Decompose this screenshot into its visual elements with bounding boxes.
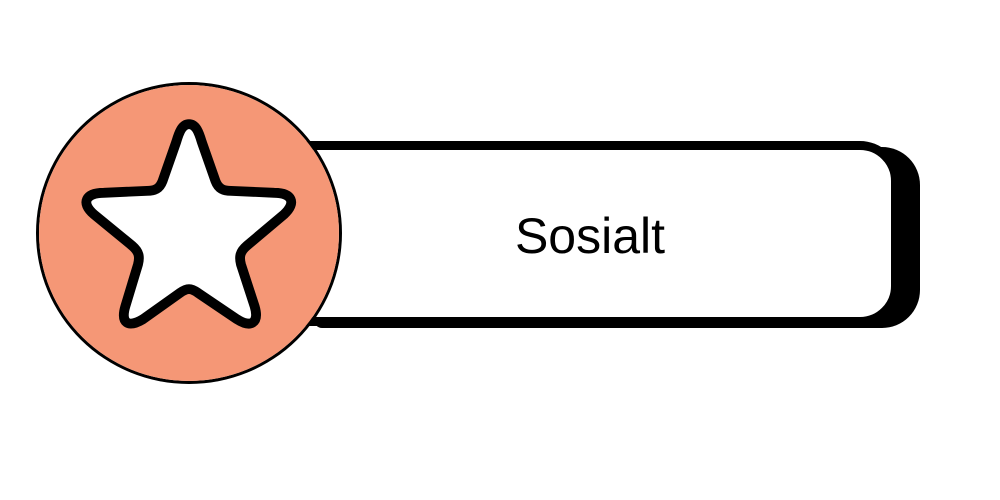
star-icon (39, 85, 339, 381)
category-label: Sosialt (514, 208, 666, 264)
label-pill (290, 141, 900, 326)
icon-badge (36, 82, 342, 384)
star-shape (81, 119, 297, 329)
